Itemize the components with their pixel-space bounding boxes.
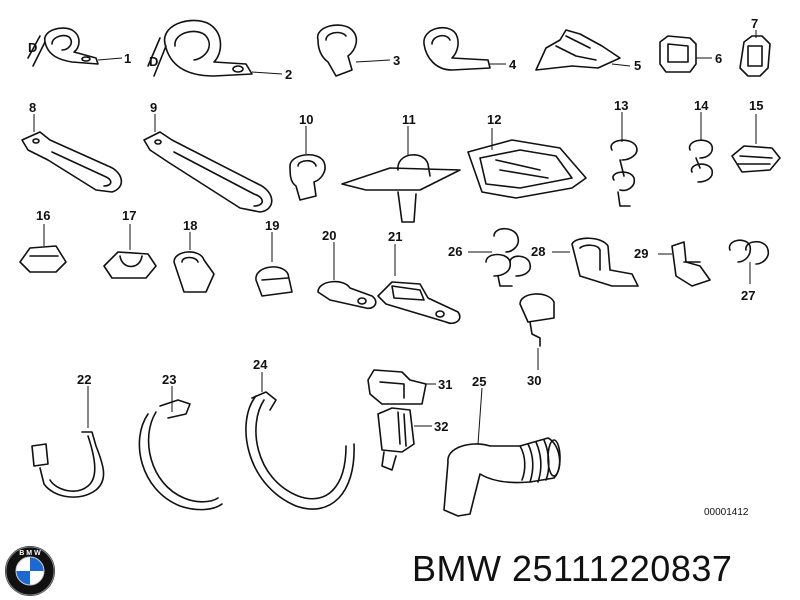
callout-13: 13 — [614, 98, 628, 113]
bmw-logo: B M W — [5, 546, 55, 596]
callout-12: 12 — [487, 112, 501, 127]
part-32-connector — [377, 407, 432, 471]
part-20-tab — [317, 242, 377, 310]
part-10-clip — [289, 126, 326, 201]
part-28-bracket — [552, 237, 639, 287]
logo-text: B M W — [19, 550, 41, 557]
part-6-clip — [659, 35, 712, 73]
callout-3: 3 — [393, 53, 400, 68]
part-16-clip — [19, 224, 67, 273]
part-1-clip — [27, 27, 123, 67]
callout-21: 21 — [388, 229, 402, 244]
dimension-label-d1: D — [28, 40, 37, 55]
part-19-clip — [255, 232, 293, 297]
callout-23: 23 — [162, 372, 176, 387]
callout-17: 17 — [122, 208, 136, 223]
callout-30: 30 — [527, 373, 541, 388]
part-8-strap — [21, 114, 123, 193]
callout-7: 7 — [751, 16, 758, 31]
part-number: 25111220837 — [512, 548, 733, 589]
callout-6: 6 — [715, 51, 722, 66]
callout-9: 9 — [150, 100, 157, 115]
callout-16: 16 — [36, 208, 50, 223]
part-5-clip — [535, 29, 631, 71]
part-21-tab — [377, 244, 461, 325]
callout-5: 5 — [634, 58, 641, 73]
part-24-hose-clamp — [245, 372, 355, 510]
callout-28: 28 — [531, 244, 545, 259]
callout-27: 27 — [741, 288, 755, 303]
part-4-clip — [423, 26, 506, 71]
part-22-cable-tie — [31, 386, 105, 498]
part-13-double-clip — [610, 112, 638, 207]
part-9-strap — [143, 114, 273, 213]
callout-10: 10 — [299, 112, 313, 127]
callout-20: 20 — [322, 228, 336, 243]
callout-26: 26 — [448, 244, 462, 259]
part-2-clip — [147, 19, 283, 77]
callout-19: 19 — [265, 218, 279, 233]
callout-29: 29 — [634, 246, 648, 261]
part-27-double-clip — [728, 239, 770, 284]
drawing-code: 00001412 — [704, 507, 749, 518]
callout-22: 22 — [77, 372, 91, 387]
part-15-clip — [731, 114, 781, 173]
part-14-double-clip — [688, 112, 714, 183]
part-25-rubber-boot — [443, 387, 561, 517]
callout-8: 8 — [29, 100, 36, 115]
brand-name: BMW — [412, 548, 502, 589]
callout-18: 18 — [183, 218, 197, 233]
callout-32: 32 — [434, 419, 448, 434]
part-23-band-clamp — [138, 386, 223, 511]
part-11-plate — [341, 126, 461, 223]
callout-2: 2 — [285, 67, 292, 82]
part-3-clip — [317, 24, 391, 77]
part-29-clip — [658, 241, 711, 287]
part-title: BMW 25111220837 — [412, 548, 732, 590]
dimension-label-d2: D — [149, 54, 158, 69]
callout-31: 31 — [438, 377, 452, 392]
callout-14: 14 — [694, 98, 709, 113]
part-7-clip — [739, 30, 771, 77]
part-26-double-clip — [468, 227, 532, 287]
part-12-bracket — [467, 128, 587, 199]
part-17-clip — [103, 224, 157, 279]
callout-1: 1 — [124, 51, 131, 66]
callout-25: 25 — [472, 374, 486, 389]
part-18-clip — [173, 232, 215, 293]
part-31-connector — [367, 369, 436, 405]
callout-15: 15 — [749, 98, 763, 113]
callout-11: 11 — [402, 112, 416, 127]
callout-24: 24 — [253, 357, 268, 372]
part-30-clip — [519, 293, 555, 370]
callout-4: 4 — [509, 57, 517, 72]
